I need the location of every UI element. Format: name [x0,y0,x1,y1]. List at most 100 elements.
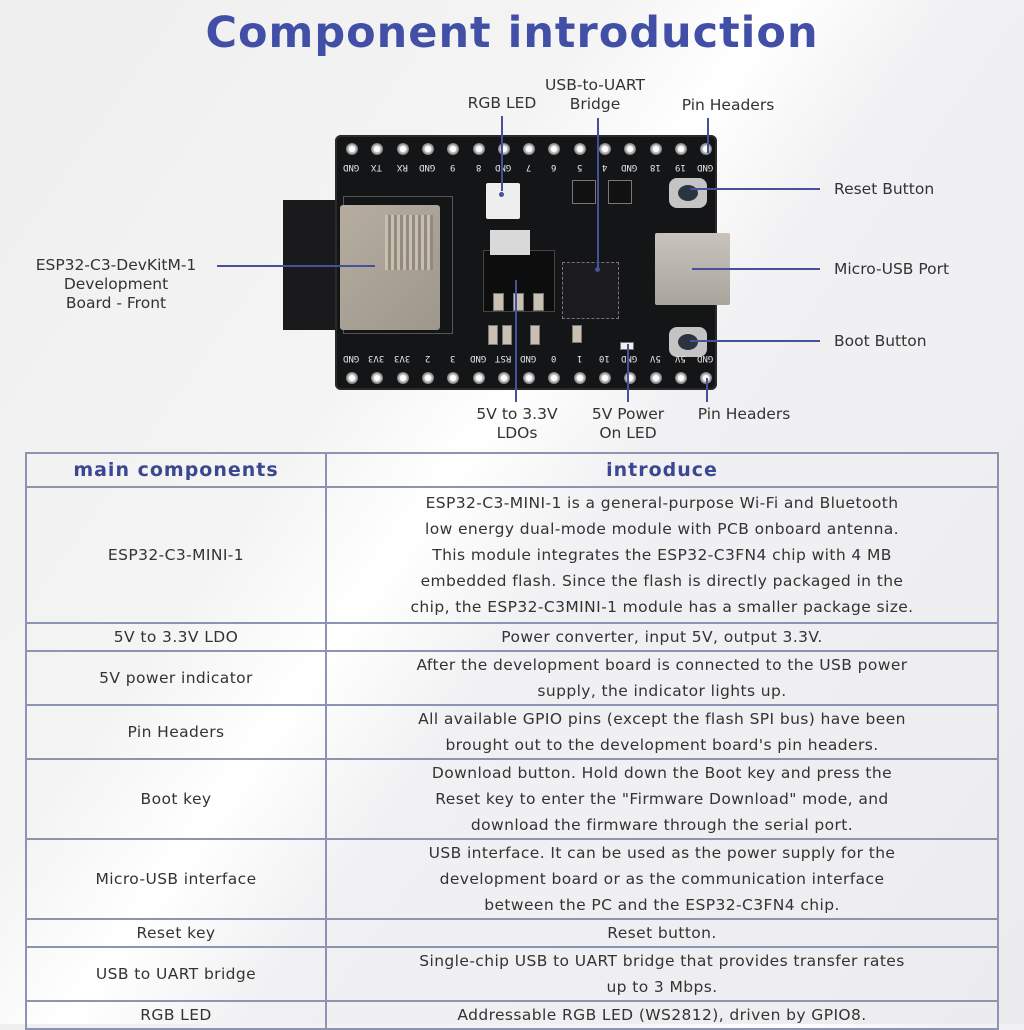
pin-label: 1 [576,353,583,363]
description-line: ESP32-C3-MINI-1 is a general-purpose Wi-… [425,494,899,512]
header-pin [599,372,611,384]
header-pin [346,372,358,384]
description-line: low energy dual-mode module with PCB onb… [424,520,900,538]
header-pin [396,143,409,155]
table-row: RGB LED Addressable RGB LED (WS2812), dri… [25,1000,999,1030]
header-pin [548,372,561,384]
leader-line [690,188,820,190]
header-pin [447,372,460,384]
description-line: After the development board is connected… [416,656,908,674]
reset-button-component [669,178,707,208]
capacitor [530,325,540,345]
description-line: Addressable RGB LED (WS2812), driven by … [457,1006,867,1024]
header-pin [497,372,510,384]
pin-label: GND [469,353,486,363]
callout-board-line3: Board - Front [65,294,167,312]
description-line: Download button. Hold down the Boot key … [431,764,893,782]
callout-ldos-line2: LDOs [496,424,538,442]
callout-micro-usb-port: Micro-USB Port [834,260,950,278]
description-line: Reset button. [607,924,717,942]
component-description: Single-chip USB to UART bridge that prov… [325,946,999,1002]
callout-pin-headers-top: Pin Headers [681,96,775,114]
leader-line [515,280,517,402]
leader-line [501,116,503,191]
header-pin [649,143,662,155]
ldo-pad [533,293,544,311]
leader-line [217,265,375,267]
pin-label: 5 [576,162,583,172]
header-pin [447,143,460,155]
header-pin [497,143,510,155]
usb-uart-chip [562,262,619,319]
callout-power-led: 5V Power On LED [578,405,678,443]
ldo-pad [513,293,524,311]
table-row: ESP32-C3-MINI-1 ESP32-C3-MINI-1 is a gene… [25,486,999,624]
pin-label: GND [621,353,638,363]
callout-ldos-line1: 5V to 3.3V [476,405,558,423]
page-title: Component introduction [205,8,819,58]
pin-label: GND [697,353,714,363]
callout-board-line2: Development [63,275,169,293]
header-pin [421,372,434,384]
header-pin [573,372,586,384]
callout-reset-button: Reset Button [834,180,935,198]
component-description: Power converter, input 5V, output 3.3V. [325,622,999,652]
header-pin [624,143,637,155]
header-main-components: main components [25,452,327,488]
description-line: up to 3 Mbps. [606,978,718,996]
pin-label: 4 [602,162,608,172]
rgb-led-component [486,183,520,219]
table-body: ESP32-C3-MINI-1 ESP32-C3-MINI-1 is a gene… [25,486,999,1030]
description-line: embedded flash. Since the flash is direc… [420,572,904,590]
boot-button-component [669,327,707,357]
table-row: Reset key Reset button. [25,918,999,948]
component-description: ESP32-C3-MINI-1 is a general-purpose Wi-… [325,486,999,624]
description-line: chip, the ESP32-C3MINI-1 module has a sm… [410,598,914,616]
component-description: All available GPIO pins (except the flas… [325,704,999,760]
ldo-pad [493,293,504,311]
pin-label: 9 [450,162,456,172]
pin-label: 6 [551,162,557,172]
component-name: RGB LED [25,1000,327,1030]
description-line: This module integrates the ESP32-C3FN4 c… [432,546,892,564]
component-name: Micro-USB interface [25,838,327,920]
callout-rgb-led: RGB LED [467,94,537,112]
component-name: ESP32-C3-MINI-1 [25,486,327,624]
pin-label: GND [418,162,436,172]
callout-usb-uart: USB-to-UART Bridge [530,76,660,114]
header-pin [599,143,611,155]
header-introduce: introduce [325,452,999,488]
pin-label: 3 [450,353,456,363]
header-pin [523,372,536,384]
header-pin [700,143,713,155]
component-description: USB interface. It can be used as the pow… [325,838,999,920]
pin-label: GND [343,353,360,363]
description-line: between the PC and the ESP32-C3FN4 chip. [484,896,840,914]
component-description: Reset button. [325,918,999,948]
capacitor [488,325,498,345]
callout-usb-uart-line1: USB-to-UART [545,76,645,94]
table-header-row: main components introduce [25,452,999,488]
header-pin [523,143,536,155]
callout-pin-headers-bottom: Pin Headers [697,405,791,423]
header-pin [472,372,485,384]
header-pin [472,143,485,155]
header-pin [573,143,586,155]
header-pin [371,143,384,155]
transistor [572,180,596,204]
header-pin [649,372,662,384]
leader-line [706,378,708,402]
leader-line [627,344,629,402]
pin-label: 3V3 [368,353,385,363]
callout-boot-button: Boot Button [834,332,927,350]
ldo-tab [490,230,530,255]
callout-ldos: 5V to 3.3V LDOs [462,405,572,443]
component-name: USB to UART bridge [25,946,327,1002]
component-name: Reset key [25,918,327,948]
callout-board: ESP32-C3-DevKitM-1 Development Board - F… [22,256,210,313]
leader-line [692,268,820,270]
callout-power-led-line1: 5V Power [591,405,665,423]
component-table: main components introduce ESP32-C3-MINI-… [25,452,999,1030]
